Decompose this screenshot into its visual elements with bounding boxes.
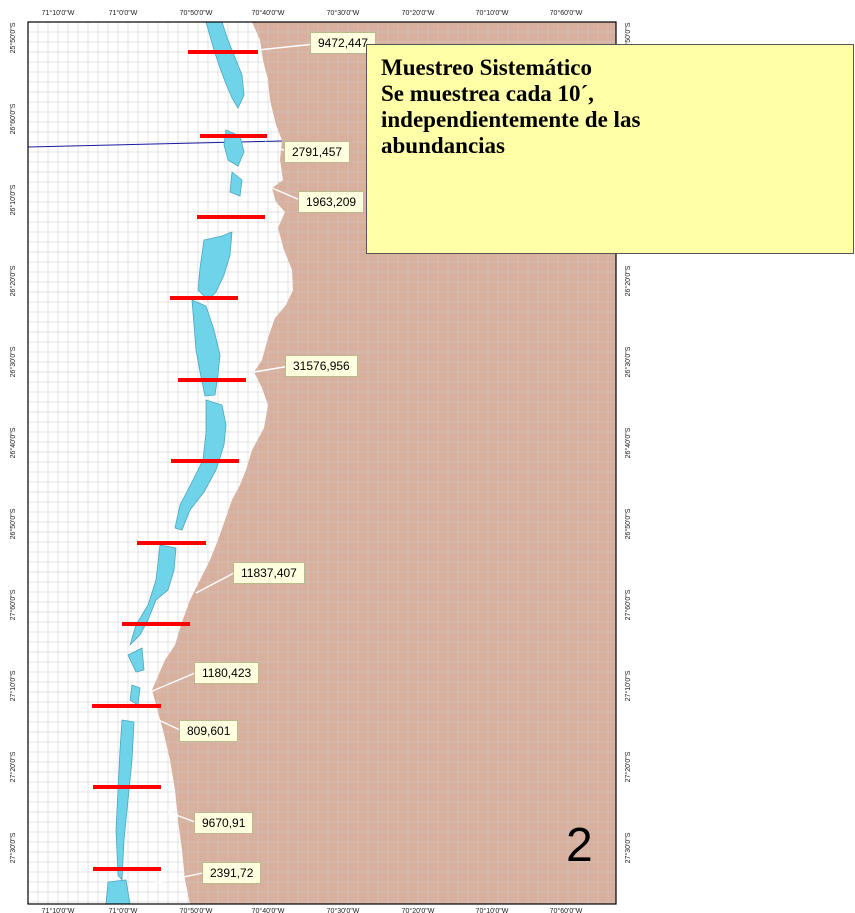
abundance-label: 1180,423 (194, 662, 260, 684)
longitude-label-bottom: 70°40'0"W (252, 907, 285, 913)
page-number: 2 (566, 819, 593, 872)
latitude-label-left: 27°20'0"S (9, 751, 17, 782)
info-box-line: Se muestrea cada 10´, (381, 81, 594, 106)
longitude-label-bottom: 70°10'0"W (476, 907, 509, 913)
latitude-label-left: 27°60'0"S (9, 589, 17, 620)
longitude-label-top: 70°50'0"W (180, 9, 213, 17)
longitude-label-bottom: 70°20'0"W (402, 907, 435, 913)
latitude-label-left: 26°40'0"S (9, 427, 17, 458)
map-frame (27, 21, 617, 905)
longitude-label-top: 71°10'0"W (42, 9, 75, 17)
info-box-line: independientemente de las (381, 107, 641, 132)
latitude-label-left: 26°30'0"S (9, 346, 17, 377)
info-box-title: Muestreo Sistemático (381, 55, 592, 80)
abundance-label: 2791,457 (284, 141, 351, 163)
longitude-label-top: 70°60'0"W (550, 9, 583, 17)
abundance-label: 1963,209 (298, 191, 365, 213)
longitude-label-bottom: 70°50'0"W (180, 907, 213, 913)
abundance-label: 11837,407 (233, 562, 305, 584)
info-box: Muestreo Sistemático Se muestrea cada 10… (366, 44, 854, 254)
latitude-label-left: 26°10'0"S (9, 184, 17, 215)
longitude-label-bottom: 71°10'0"W (42, 907, 75, 913)
latitude-label-right: 26°40'0"S (624, 427, 632, 458)
latitude-label-right: 25°50'0"S (624, 22, 632, 53)
latitude-label-right: 27°10'0"S (624, 670, 632, 701)
longitude-label-bottom: 71°0'0"W (109, 907, 138, 913)
latitude-label-left: 27°10'0"S (9, 670, 17, 701)
longitude-label-top: 71°0'0"W (109, 9, 138, 17)
latitude-label-left: 25°50'0"S (9, 22, 17, 53)
longitude-label-top: 70°10'0"W (476, 9, 509, 17)
info-box-line: abundancias (381, 133, 506, 158)
abundance-label: 9472,447 (310, 32, 377, 54)
abundance-label: 809,601 (179, 720, 239, 742)
transect-lines (92, 50, 267, 871)
latitude-label-left: 26°60'0"S (9, 103, 17, 134)
abundance-label: 9670,91 (194, 812, 254, 834)
latitude-label-right: 27°20'0"S (624, 751, 632, 782)
label-leader-lines (139, 43, 316, 887)
latitude-label-left: 27°30'0"S (9, 832, 17, 863)
latitude-label-right: 27°60'0"S (624, 589, 632, 620)
water-bodies (105, 21, 245, 905)
latitude-label-right: 26°20'0"S (624, 265, 632, 296)
longitude-label-top: 70°40'0"W (252, 9, 285, 17)
latitude-label-left: 26°50'0"S (9, 508, 17, 539)
latitude-label-right: 26°30'0"S (624, 346, 632, 377)
longitude-label-bottom: 70°30'0"W (327, 907, 360, 913)
latitude-label-left: 26°20'0"S (9, 265, 17, 296)
longitude-label-bottom: 70°60'0"W (550, 907, 583, 913)
abundance-label: 2391,72 (202, 862, 262, 884)
latitude-label-right: 27°30'0"S (624, 832, 632, 863)
longitude-label-top: 70°30'0"W (327, 9, 360, 17)
latitude-label-right: 26°50'0"S (624, 508, 632, 539)
abundance-label: 31576,956 (285, 355, 358, 377)
longitude-label-top: 70°20'0"W (402, 9, 435, 17)
